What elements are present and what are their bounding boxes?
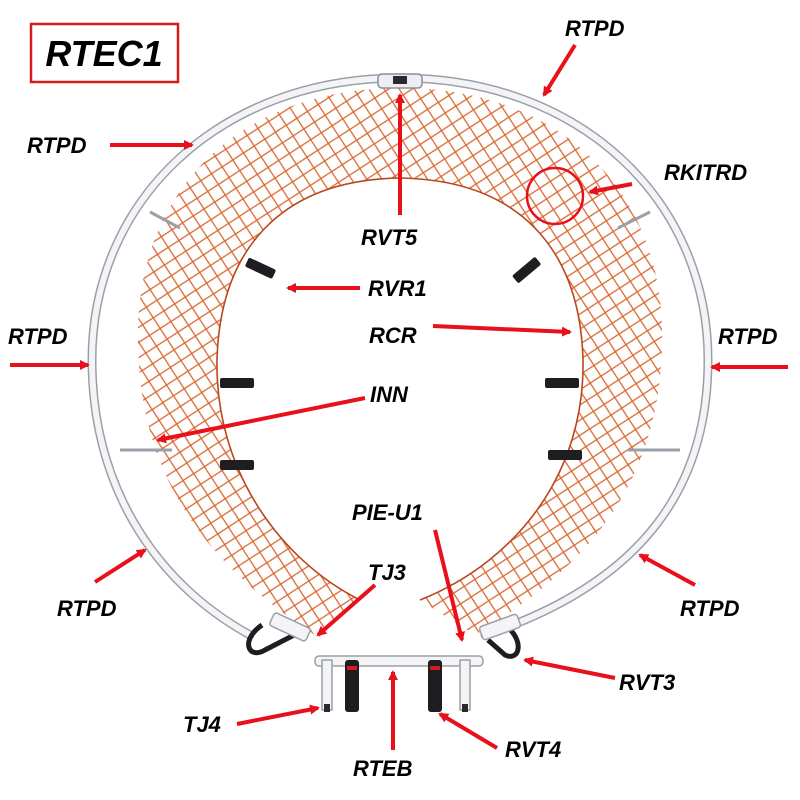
- label-rtpd-top: RTPD: [565, 16, 625, 41]
- arrow-rcr: [432, 324, 572, 337]
- label-rkitrd: RKITRD: [664, 160, 747, 185]
- top-hub: [377, 73, 423, 89]
- strap-bottom-left: [345, 660, 359, 712]
- strap-left-3: [220, 460, 254, 470]
- label-rtpd-lower-left: RTPD: [57, 596, 117, 621]
- arrow-tj4: [236, 704, 320, 726]
- arrow-rvt3: [523, 656, 616, 680]
- label-rvt3: RVT3: [619, 670, 675, 695]
- strap-left-1: [245, 258, 276, 279]
- post-right: [459, 659, 471, 711]
- strap-bottom-right: [428, 660, 442, 712]
- label-inn: INN: [370, 382, 409, 407]
- frame-spokes: [120, 210, 680, 452]
- label-rtpd-left: RTPD: [8, 324, 68, 349]
- callout-labels: RTPD RTPD RKITRD RVT5 RVR1 RCR RTPD RTPD…: [8, 16, 778, 781]
- arrow-inn: [156, 396, 366, 444]
- label-tj3: TJ3: [368, 560, 406, 585]
- strap-left-2: [220, 378, 254, 388]
- strap-right-3: [548, 450, 582, 460]
- label-pie-u1: PIE-U1: [352, 500, 423, 525]
- label-rtpd-upper-left: RTPD: [27, 133, 87, 158]
- bottom-crossbar: [314, 655, 484, 667]
- label-tj4: TJ4: [183, 712, 221, 737]
- title: RTEC1: [45, 33, 162, 74]
- label-rtpd-right: RTPD: [718, 324, 778, 349]
- arrow-rtpd-lower-left: [93, 548, 147, 584]
- label-rcr: RCR: [369, 323, 417, 348]
- arrow-tj3: [316, 583, 377, 637]
- strap-right-1: [512, 257, 541, 283]
- label-rtpd-lower-right: RTPD: [680, 596, 740, 621]
- post-left: [321, 659, 333, 711]
- rvt3-connector: [478, 613, 522, 641]
- arrow-rtpd-lower-right: [638, 553, 696, 587]
- arrow-pie-u1: [433, 529, 465, 642]
- label-rteb: RTEB: [353, 756, 413, 781]
- arrow-rkitrd: [588, 182, 633, 196]
- title-box: [29, 22, 180, 84]
- arrow-rvt4: [438, 712, 499, 750]
- callout-arrows: [10, 43, 788, 750]
- arrow-rtpd-top: [542, 43, 577, 97]
- inner-straps: [220, 257, 582, 470]
- bottom-bar-assembly: [314, 655, 484, 712]
- label-rvt4: RVT4: [505, 737, 561, 762]
- rkitrd-highlight-circle: [525, 166, 585, 226]
- tj3-connector: [269, 612, 311, 642]
- lower-connectors: [246, 612, 522, 659]
- label-rvr1: RVR1: [368, 276, 427, 301]
- strap-right-2: [545, 378, 579, 388]
- tj3-strap: [246, 622, 302, 656]
- label-rvt5: RVT5: [361, 225, 418, 250]
